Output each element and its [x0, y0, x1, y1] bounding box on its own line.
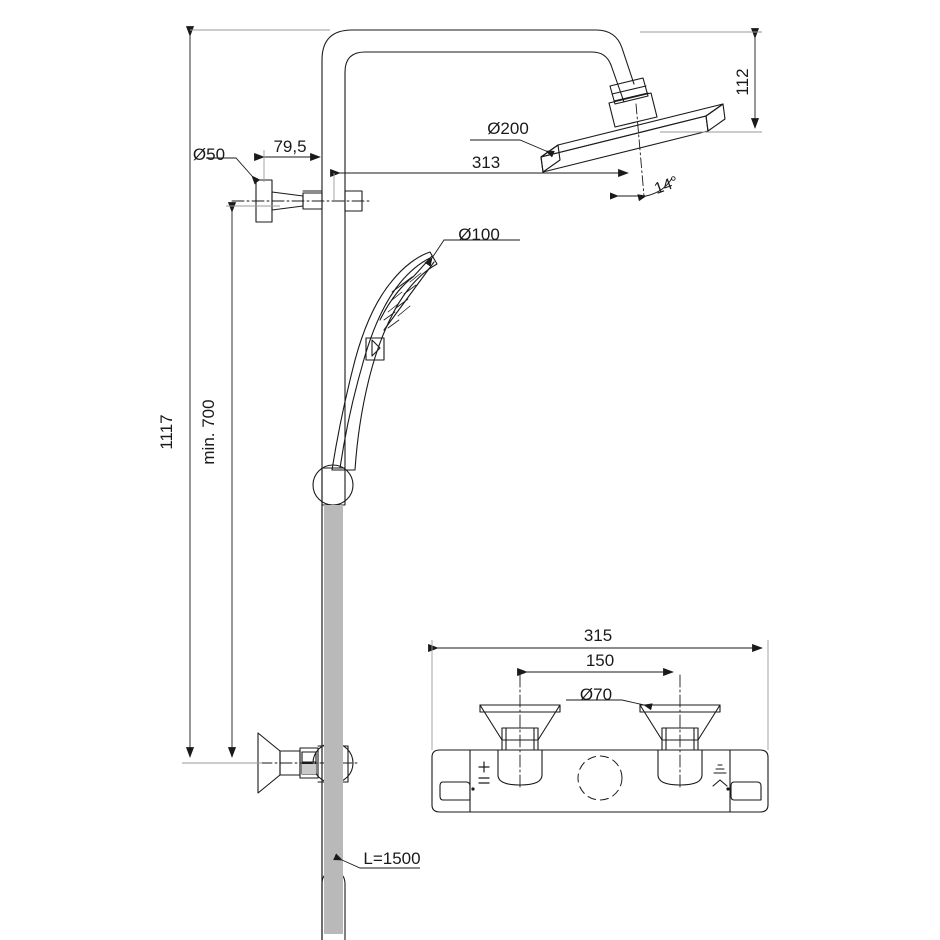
- mixer-dot-right: [726, 787, 730, 791]
- mixer-connector-cap-left: [479, 704, 561, 713]
- dim-label-overall-height: 1117: [157, 414, 176, 449]
- wall-bracket-collar-left: [302, 192, 323, 210]
- mixer-outlet-circle: [577, 755, 623, 801]
- head-swivel-upper: [609, 77, 649, 105]
- mixer-body: [431, 749, 769, 813]
- outlet-shade: [302, 764, 316, 774]
- hand-shower-spray-edge: [379, 255, 433, 321]
- dimension-lines: [182, 26, 769, 869]
- hand-shower-inner-curve: [339, 257, 431, 469]
- dim-label-mixer-width: 315: [584, 626, 612, 645]
- wall-bracket-flange: [255, 179, 273, 223]
- outlet-body: [299, 747, 319, 779]
- leader-d70: [566, 699, 653, 711]
- dim-angle-arc: [637, 177, 673, 202]
- dim-label-hose-length: L=1500: [363, 849, 420, 868]
- dim-label-head-height: 112: [733, 68, 752, 95]
- leader-d200: [470, 139, 555, 158]
- hand-shower-spray-holes: [383, 272, 422, 329]
- hand-shower-spray-edge2: [383, 261, 435, 331]
- head-centre-axis: [635, 103, 645, 197]
- leader-d100: [424, 239, 520, 267]
- riser-pipe-outer-left: [321, 29, 635, 940]
- dim-label-min-height: min. 700: [199, 399, 218, 464]
- mixer-nut-right-edges: [665, 727, 695, 751]
- hand-shower-button: [371, 339, 381, 357]
- dim-label-head-reach: 313: [472, 153, 500, 172]
- wall-bracket-collar-right: [344, 190, 363, 212]
- outlet-detail-a: [301, 751, 317, 763]
- dim-label-wall-offset: 79,5: [273, 137, 306, 156]
- shading: [302, 505, 343, 934]
- dim-label-bracket-diameter: Ø50: [193, 145, 225, 164]
- slider-bar-shade: [324, 505, 343, 873]
- head-collar: [608, 92, 658, 128]
- dim-label-head-diameter: Ø200: [487, 119, 529, 138]
- mixer-nut-left-edges: [505, 727, 535, 751]
- mixer-handle-right: [730, 781, 762, 801]
- leader-hose: [333, 853, 420, 869]
- temperature-icon: [478, 761, 490, 784]
- flow-icon: [712, 764, 728, 787]
- mixer-connector-cap-right: [639, 704, 721, 713]
- mixer-handle-left: [439, 781, 471, 801]
- head-plate-right-end: [705, 103, 726, 132]
- dim-label-hand-diameter: Ø100: [458, 225, 500, 244]
- mixer-dot-left: [471, 787, 475, 791]
- dim-label-mixer-centres: 150: [586, 651, 614, 670]
- hand-shower-body: [331, 251, 438, 471]
- head-swivel-rib2: [613, 92, 649, 102]
- dim-label-head-angle: 14°: [652, 174, 681, 198]
- hand-shower-switch: [365, 337, 385, 361]
- riser-pipe-inner-right: [344, 51, 625, 469]
- leader-d50: [206, 157, 261, 185]
- hose-shade: [324, 868, 343, 934]
- dim-label-mixer-connector: Ø70: [580, 685, 612, 704]
- head-swivel-rib1: [611, 85, 647, 95]
